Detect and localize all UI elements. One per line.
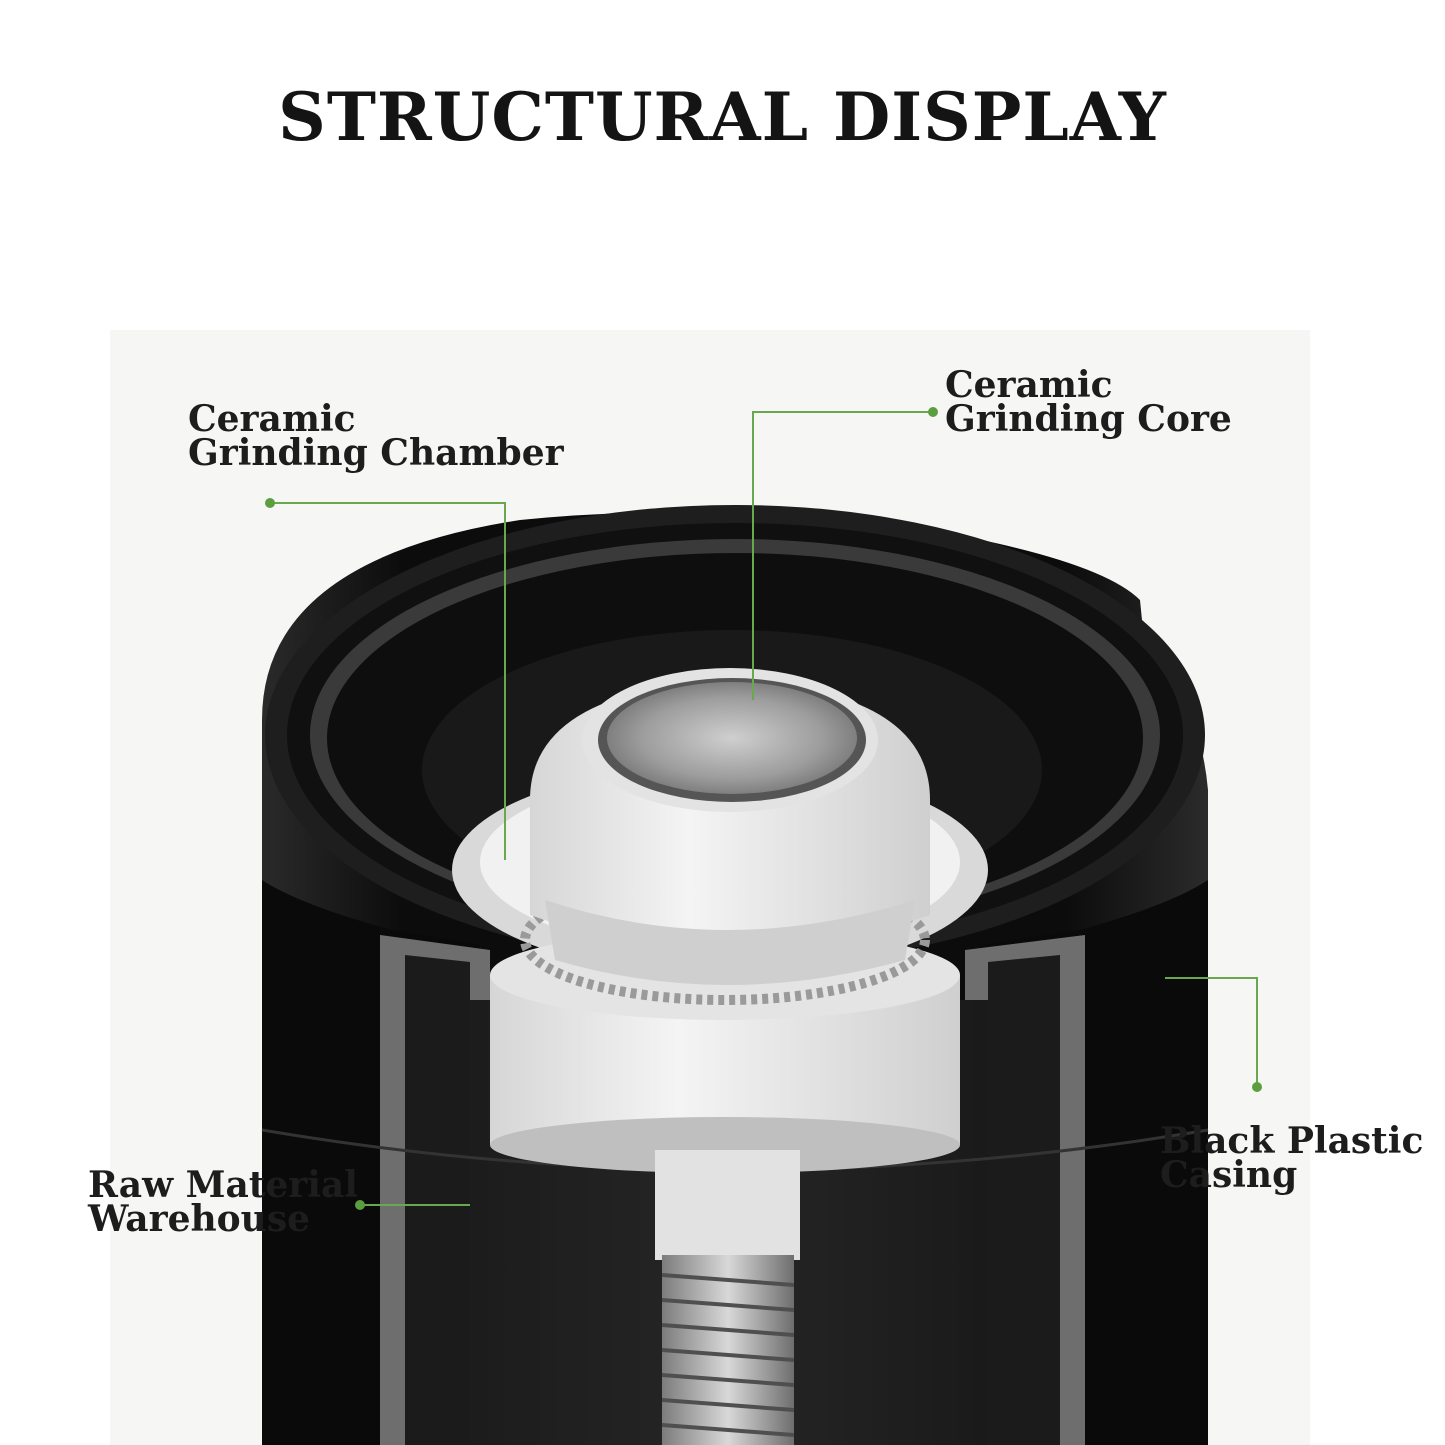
label-grinding-chamber-line2: Grinding Chamber — [188, 432, 564, 474]
callout-lines — [270, 411, 1258, 1206]
label-grinding-chamber: Ceramic Grinding Chamber — [188, 398, 564, 474]
callout-dot-grinding-chamber — [265, 498, 275, 508]
page-title: STRUCTURAL DISPLAY — [278, 78, 1167, 156]
callout-dots — [265, 407, 1262, 1210]
callout-line-grinding-chamber — [270, 502, 506, 860]
label-grinding-chamber-line1: Ceramic — [188, 398, 356, 440]
spring-shaft — [655, 1150, 800, 1445]
label-grinding-core: Ceramic Grinding Core — [945, 364, 1232, 440]
label-casing-line2: Casing — [1160, 1154, 1298, 1196]
callout-line-casing — [1165, 977, 1258, 1087]
callout-dot-casing — [1252, 1082, 1262, 1092]
callout-dot-warehouse — [355, 1200, 365, 1210]
callout-line-grinding-core — [752, 411, 933, 700]
label-grinding-core-line2: Grinding Core — [945, 398, 1232, 440]
label-casing: Black Plastic Casing — [1160, 1120, 1424, 1196]
label-warehouse: Raw Material Warehouse — [88, 1164, 358, 1240]
ceramic-grinding-core — [530, 668, 930, 985]
label-casing-line1: Black Plastic — [1160, 1120, 1424, 1162]
label-warehouse-line2: Warehouse — [88, 1198, 311, 1240]
label-grinding-core-line1: Ceramic — [945, 364, 1113, 406]
callout-dot-grinding-core — [928, 407, 938, 417]
label-warehouse-line1: Raw Material — [88, 1164, 358, 1206]
